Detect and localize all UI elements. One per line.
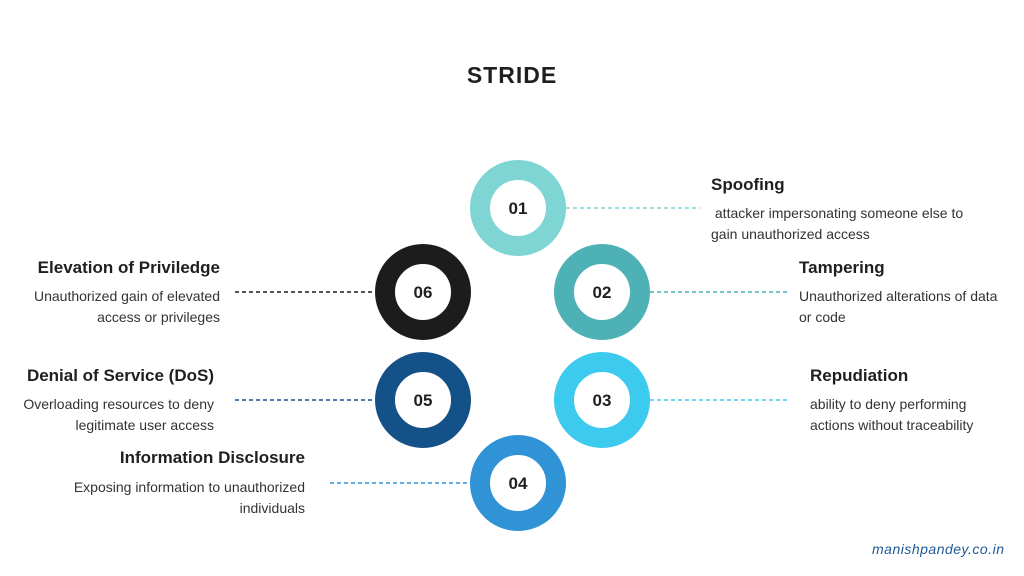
ring-04: [470, 435, 566, 531]
denial-of-service-title: Denial of Service (DoS): [26, 366, 214, 385]
ring-06: [375, 244, 471, 340]
spoofing-desc-line: gain unauthorized access: [711, 226, 870, 242]
footer-website: manishpandey.co.in: [872, 541, 1005, 557]
ring-number-01: 01: [509, 199, 528, 218]
tampering-desc-line: or code: [799, 309, 846, 325]
information-disclosure-title: Information Disclosure: [119, 448, 305, 467]
repudiation-title: Repudiation: [810, 366, 909, 385]
diagram-title: STRIDE: [466, 62, 558, 88]
repudiation-desc-line: actions without traceability: [810, 417, 974, 433]
ring-number-05: 05: [414, 391, 433, 410]
ring-03: [554, 352, 650, 448]
ring-number-02: 02: [593, 283, 612, 302]
elevation-of-privilege-title: Elevation of Priviledge: [37, 258, 220, 277]
ring-number-06: 06: [414, 283, 433, 302]
ring-number-03: 03: [593, 391, 612, 410]
tampering-desc-line: Unauthorized alterations of data: [799, 288, 998, 304]
information-disclosure-desc: Exposing information to unauthorized ind…: [74, 477, 305, 519]
ring-01: [470, 160, 566, 256]
denial-of-service-desc-line: legitimate user access: [75, 417, 214, 433]
denial-of-service-desc: Overloading resources to deny legitimate…: [23, 394, 214, 436]
spoofing-desc-line: attacker impersonating someone else to: [711, 205, 964, 221]
ring-02: [554, 244, 650, 340]
information-disclosure-desc-line: individuals: [239, 500, 305, 516]
elevation-of-privilege-desc-line: access or privileges: [97, 309, 220, 325]
repudiation-desc: ability to deny performing actions witho…: [810, 394, 973, 436]
spoofing-desc: attacker impersonating someone else to g…: [711, 203, 963, 245]
tampering-desc: Unauthorized alterations of data or code: [799, 286, 997, 328]
tampering-title: Tampering: [799, 258, 885, 277]
repudiation-desc-line: ability to deny performing: [810, 396, 967, 412]
spoofing-title: Spoofing: [711, 175, 785, 194]
denial-of-service-desc-line: Overloading resources to deny: [23, 396, 214, 412]
ring-05: [375, 352, 471, 448]
elevation-of-privilege-desc-line: Unauthorized gain of elevated: [33, 288, 220, 304]
elevation-of-privilege-desc: Unauthorized gain of elevated access or …: [34, 286, 220, 328]
ring-number-04: 04: [509, 474, 528, 493]
information-disclosure-desc-line: Exposing information to unauthorized: [73, 479, 305, 495]
